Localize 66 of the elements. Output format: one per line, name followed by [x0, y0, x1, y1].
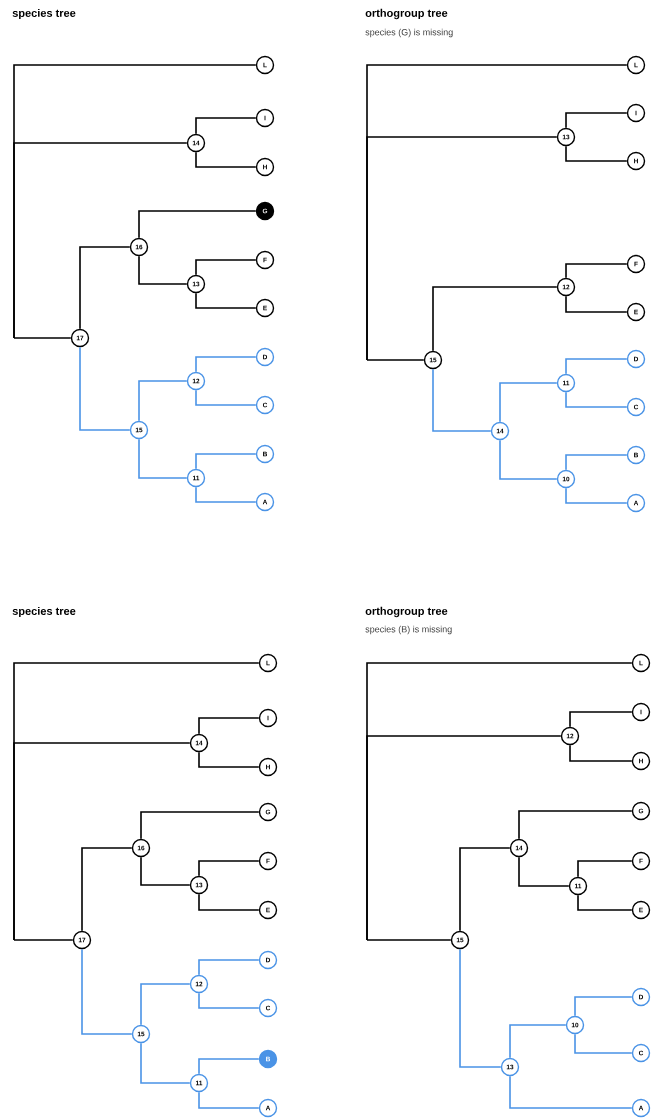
branch-line: [366, 735, 562, 941]
branch-line: [569, 711, 633, 728]
branch-line: [432, 286, 558, 352]
branch-line: [13, 142, 188, 339]
branch-line: [366, 939, 452, 941]
branch-line: [569, 744, 633, 762]
branch-line: [81, 948, 133, 1035]
tree-title: species tree: [12, 606, 76, 618]
branch-line: [198, 751, 260, 768]
branch-line: [565, 263, 628, 279]
branch-line: [195, 259, 257, 276]
branch-line: [574, 996, 633, 1017]
branch-line: [432, 368, 492, 432]
branch-line: [195, 453, 257, 470]
branch-line: [459, 948, 502, 1068]
branch-line: [79, 246, 131, 330]
branch-line: [366, 359, 425, 361]
tree-title: species tree: [12, 8, 76, 20]
tree-subtitle: species (B) is missing: [365, 625, 452, 635]
branch-line: [195, 356, 257, 373]
tree-title: orthogroup tree: [365, 606, 448, 618]
branch-line: [81, 847, 133, 932]
branch-line: [565, 487, 628, 504]
branch-line: [195, 389, 257, 406]
branch-line: [198, 992, 260, 1009]
branch-line: [565, 145, 628, 162]
branch-line: [195, 292, 257, 309]
branch-line: [198, 1058, 260, 1075]
branch-line: [518, 810, 633, 840]
branch-line: [565, 295, 628, 313]
branch-line: [13, 742, 191, 941]
branch-line: [140, 983, 191, 1026]
branch-line: [509, 1024, 567, 1059]
branch-line: [366, 136, 558, 361]
tree-title: orthogroup tree: [365, 8, 448, 20]
branch-line: [198, 893, 260, 911]
branch-line: [198, 860, 260, 877]
branch-line: [138, 380, 188, 422]
branch-line: [138, 255, 188, 285]
branch-line: [79, 346, 131, 431]
branch-line: [518, 856, 570, 887]
branch-line: [140, 811, 260, 840]
branch-line: [195, 151, 257, 168]
tree-subtitle: species (G) is missing: [365, 28, 453, 38]
branch-line: [499, 382, 558, 423]
branch-line: [140, 856, 191, 886]
branch-line: [565, 358, 628, 375]
branch-line: [565, 391, 628, 408]
branch-line: [138, 210, 257, 239]
branch-line: [140, 1042, 191, 1084]
branch-line: [13, 939, 74, 941]
branch-line: [195, 486, 257, 503]
branch-line: [499, 439, 558, 480]
branch-line: [198, 717, 260, 735]
branch-line: [509, 1075, 633, 1109]
branch-line: [138, 438, 188, 479]
branch-line: [459, 847, 511, 932]
branch-line: [565, 112, 628, 129]
branch-line: [565, 454, 628, 471]
branch-line: [574, 1033, 633, 1054]
branch-line: [195, 117, 257, 135]
branch-line: [577, 860, 633, 878]
branch-line: [198, 959, 260, 976]
branch-line: [577, 894, 633, 911]
branch-line: [198, 1091, 260, 1109]
branch-line: [13, 337, 72, 339]
